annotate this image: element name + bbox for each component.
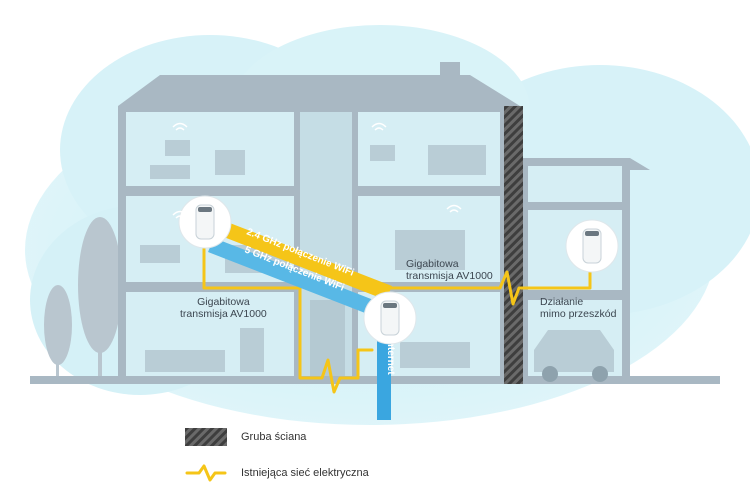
router-icon <box>363 291 417 345</box>
house <box>30 62 720 384</box>
gigabit-label-right-line2: transmisja AV1000 <box>406 270 493 282</box>
thick-wall <box>504 106 523 384</box>
obstacle-label: Działanie mimo przeszkód <box>540 296 616 320</box>
router-icon <box>178 195 232 249</box>
legend-wall: Gruba ściana <box>185 428 306 446</box>
wifi-icon <box>172 122 462 219</box>
obstacle-label-line1: Działanie <box>540 296 584 308</box>
wall-swatch-icon <box>185 428 227 446</box>
legend-power-label: Istniejąca sieć elektryczna <box>241 467 369 479</box>
router-icon <box>565 219 619 273</box>
gigabit-label-right-line1: Gigabitowa <box>406 258 459 270</box>
power-line-swatch-icon <box>185 464 227 482</box>
internet-label: Internet <box>385 338 396 375</box>
obstacle-label-line2: mimo przeszkód <box>540 308 617 320</box>
gigabit-label-left-line2: transmisja AV1000 <box>180 308 267 320</box>
power-line <box>202 242 592 394</box>
gigabit-label-right: Gigabitowa transmisja AV1000 <box>406 258 493 282</box>
legend-wall-label: Gruba ściana <box>241 431 307 443</box>
gigabit-label-left-line1: Gigabitowa <box>197 296 250 308</box>
gigabit-label-left: Gigabitowa transmisja AV1000 <box>180 296 267 320</box>
internet-cable <box>377 330 391 420</box>
trees <box>44 217 122 382</box>
legend-power: Istniejąca sieć elektryczna <box>185 464 369 482</box>
